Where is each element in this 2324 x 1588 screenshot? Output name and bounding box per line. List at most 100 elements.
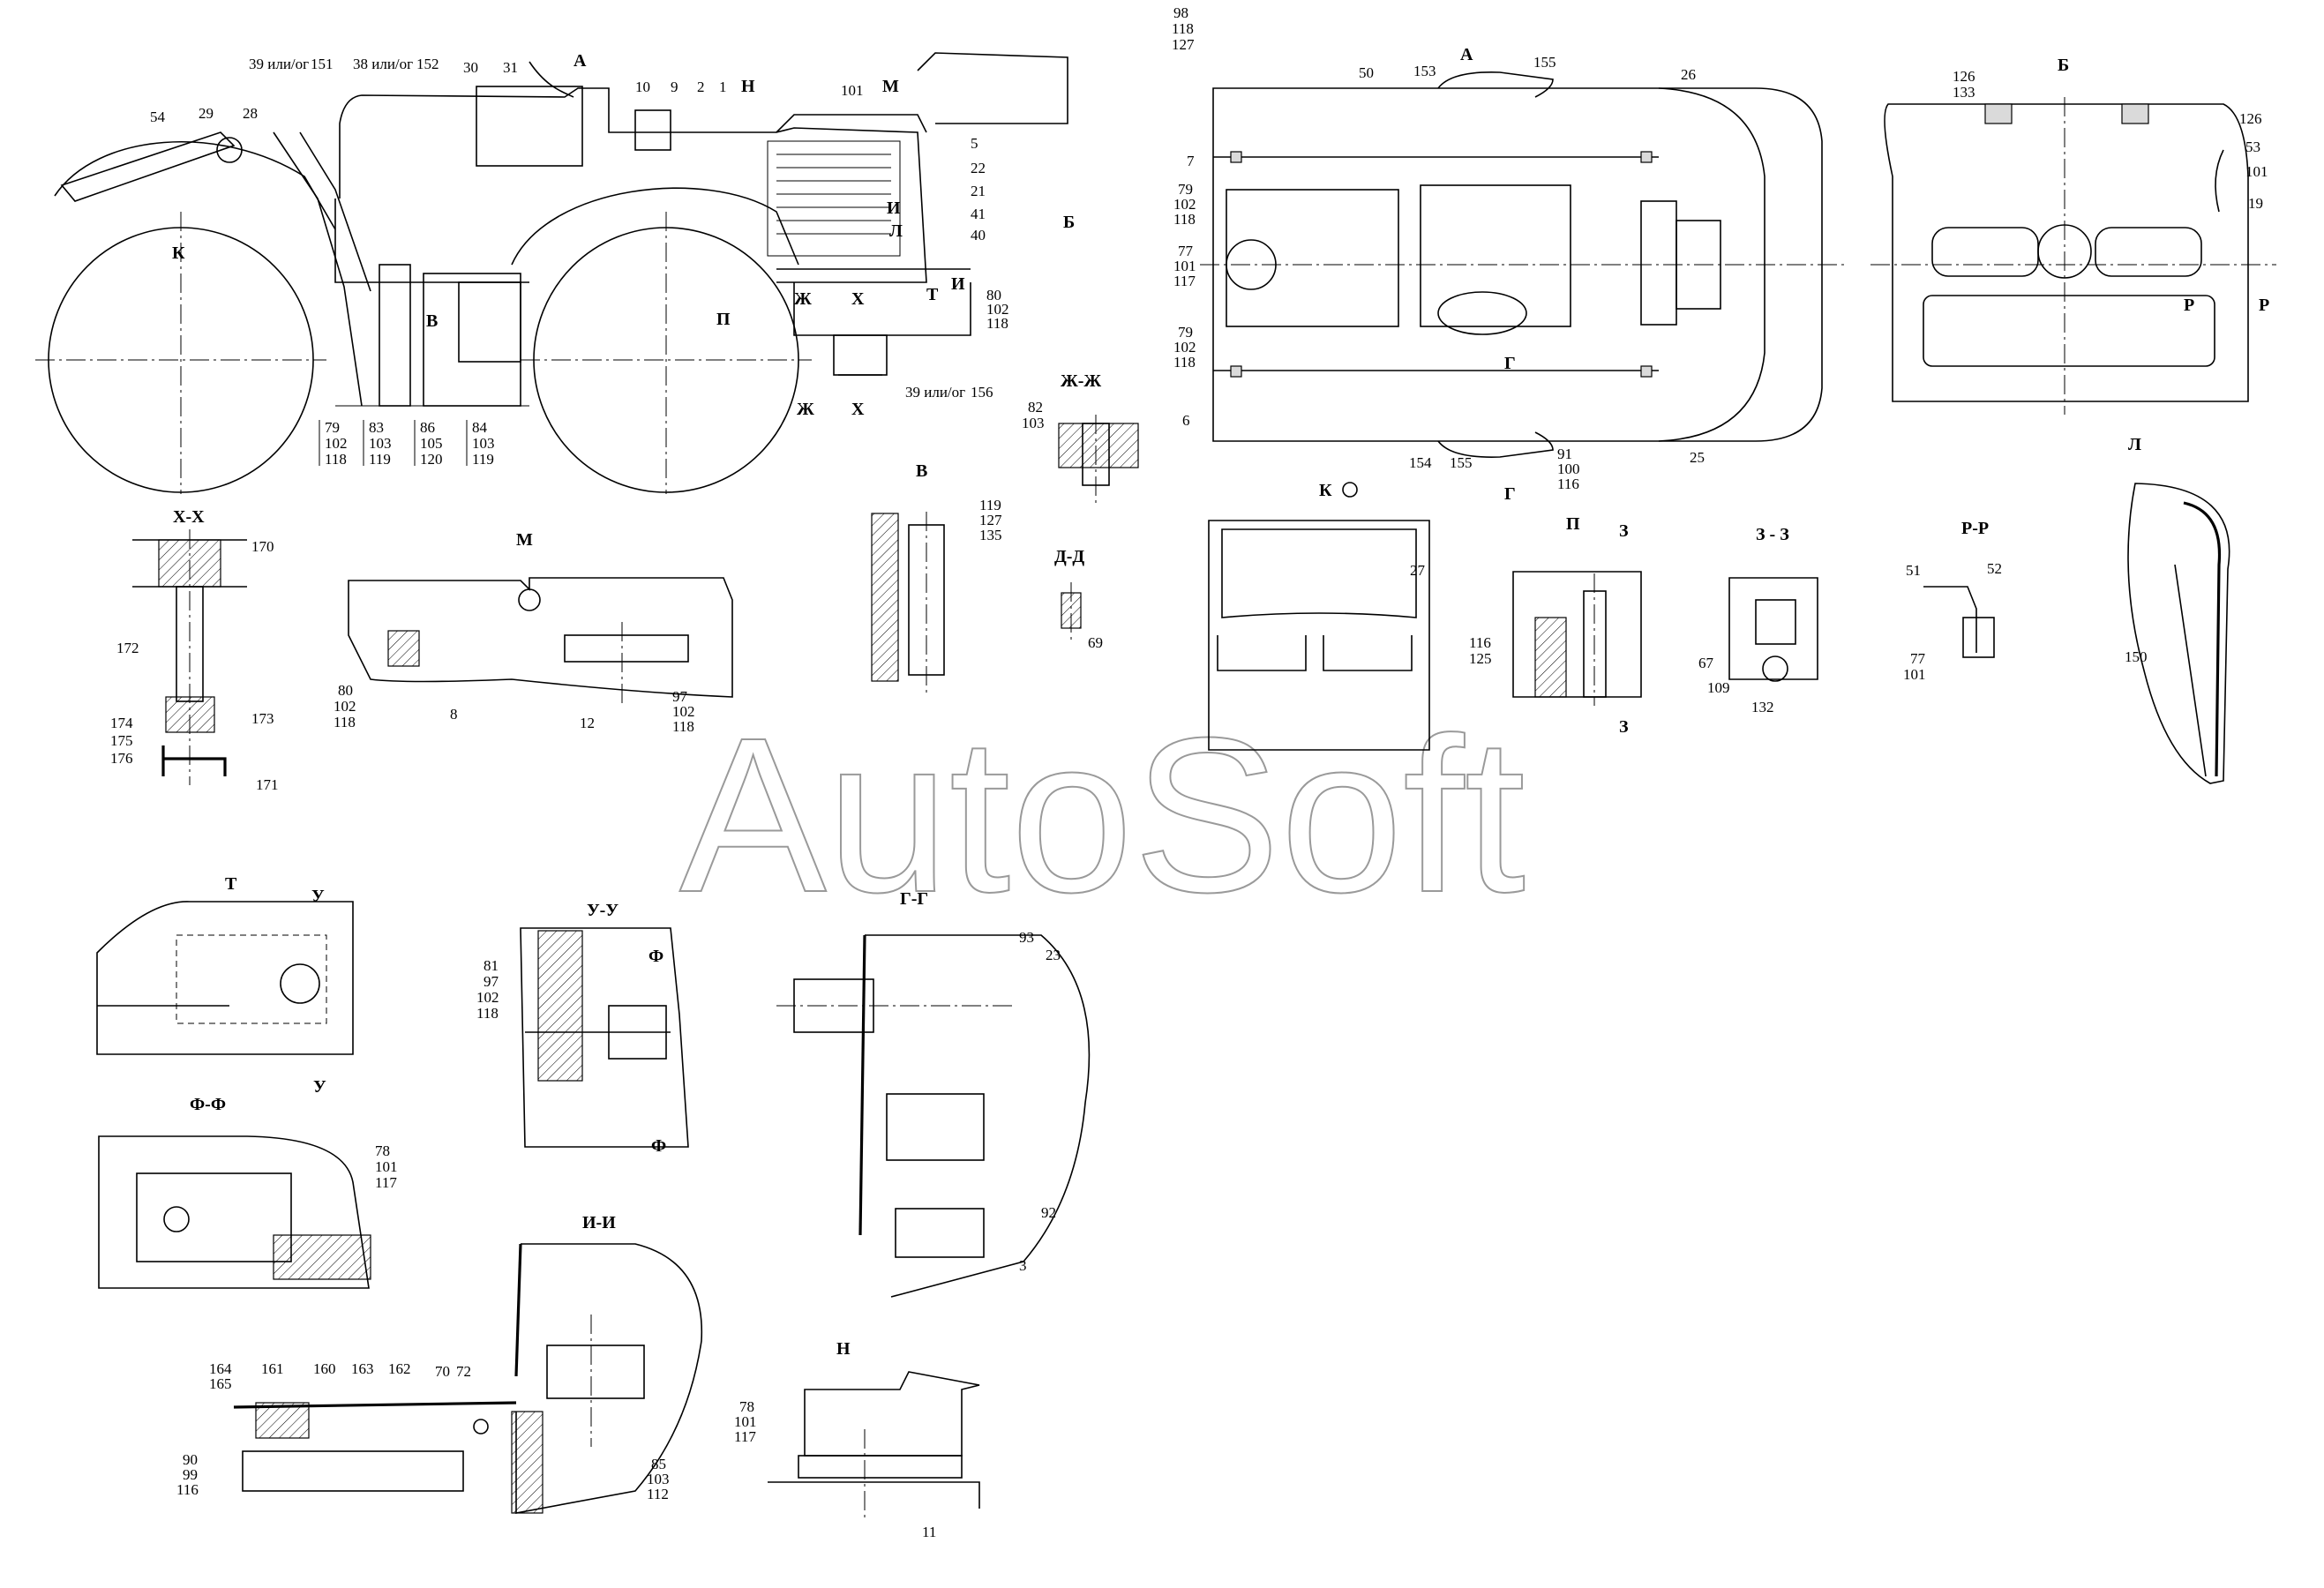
callout: 132 — [1751, 699, 1774, 715]
svg-text:84: 84 — [472, 419, 488, 436]
view-title: А — [1460, 45, 1473, 64]
view-mark: Х — [851, 289, 865, 309]
svg-text:118: 118 — [1173, 211, 1196, 228]
svg-text:86: 86 — [420, 419, 435, 436]
callout: 39 или/ог — [249, 56, 309, 72]
callout: 2 — [697, 79, 705, 95]
svg-text:103: 103 — [647, 1471, 670, 1487]
callout: 155 — [1450, 454, 1473, 471]
view-mark: Ф — [651, 1136, 666, 1156]
callout: 12 — [580, 715, 595, 731]
svg-text:117: 117 — [734, 1428, 756, 1445]
view-mark: Т — [926, 285, 939, 304]
callout-group: 126 133 — [1953, 68, 1975, 101]
callout: 9 — [671, 79, 678, 95]
svg-text:105: 105 — [420, 435, 443, 452]
svg-text:118: 118 — [325, 451, 347, 468]
view-mark: У — [311, 887, 325, 906]
svg-text:116: 116 — [1557, 476, 1579, 492]
svg-text:83: 83 — [369, 419, 384, 436]
svg-text:175: 175 — [110, 732, 133, 749]
svg-text:101: 101 — [734, 1413, 757, 1430]
callout: 152 — [416, 56, 439, 72]
view-mark: Ж — [797, 400, 814, 419]
view-l: Л 150 — [2125, 435, 2230, 784]
svg-text:126: 126 — [1953, 68, 1975, 85]
svg-text:77: 77 — [1910, 650, 1926, 667]
callout: 162 — [388, 1360, 411, 1377]
callout-group: 79 102 118 — [319, 419, 348, 468]
callout: 1 — [719, 79, 727, 95]
svg-text:102: 102 — [325, 435, 348, 452]
plan-view-callouts: А 98 118 127 7 79 102 118 77 101 117 79 … — [1172, 4, 1705, 504]
svg-text:174: 174 — [110, 715, 133, 731]
view-n: Н 78 101 117 11 — [734, 1339, 980, 1540]
svg-text:176: 176 — [110, 750, 133, 767]
callout: 11 — [922, 1524, 936, 1540]
callout-group: 77 101 117 — [1173, 243, 1196, 289]
view-k: К 27 — [1208, 481, 1430, 751]
callout: 171 — [256, 776, 279, 793]
callout: 160 — [313, 1360, 336, 1377]
callout: 29 — [199, 105, 214, 122]
callout: 173 — [251, 710, 274, 727]
view-title: Н — [836, 1339, 851, 1359]
callout-group: 77 101 — [1903, 650, 1926, 683]
callout: 80 — [986, 287, 1001, 303]
callout: 40 — [971, 227, 986, 243]
callout-group: 86 105 120 — [414, 419, 443, 468]
svg-text:97: 97 — [672, 688, 688, 705]
view-mark: Г — [1504, 354, 1516, 373]
view-mark: К — [172, 243, 185, 263]
svg-text:118: 118 — [1173, 354, 1196, 371]
callout: 172 — [116, 640, 139, 656]
svg-text:103: 103 — [472, 435, 495, 452]
svg-text:85: 85 — [651, 1456, 666, 1472]
svg-text:119: 119 — [369, 451, 391, 468]
view-v: В 119 127 135 — [871, 461, 1002, 697]
svg-text:118: 118 — [672, 718, 694, 735]
svg-text:125: 125 — [1469, 650, 1492, 667]
view-title: Б — [2058, 56, 2069, 75]
view-mark: Г — [1504, 484, 1516, 504]
view-mark: Р — [2184, 296, 2194, 315]
svg-text:82: 82 — [1028, 399, 1043, 416]
callout: 51 — [1906, 562, 1921, 579]
callout: 7 — [1187, 153, 1195, 169]
callout: 93 — [1019, 929, 1034, 946]
svg-text:81: 81 — [484, 957, 499, 974]
callout: 72 — [456, 1363, 471, 1380]
view-title: Д-Д — [1054, 547, 1084, 566]
svg-text:102: 102 — [672, 703, 695, 720]
section-i-i: И-И 72 70 164 165 161 160 163 162 90 99 … — [176, 1213, 703, 1514]
svg-text:79: 79 — [325, 419, 340, 436]
view-t: Т У У — [96, 874, 354, 1097]
callout-group: 80 102 118 — [334, 682, 356, 730]
view-mark: Л — [889, 221, 903, 241]
view-title: Ф-Ф — [190, 1095, 226, 1114]
section-r-r: Р-Р 51 52 77 101 — [1903, 519, 2002, 683]
svg-text:78: 78 — [739, 1398, 754, 1415]
svg-text:101: 101 — [375, 1158, 398, 1175]
callout-group: 79 102 118 — [1173, 181, 1196, 228]
callout: 21 — [971, 183, 986, 199]
view-mark: И — [887, 198, 901, 218]
side-view — [35, 52, 1068, 494]
callout-group: 91 100 116 — [1557, 446, 1580, 492]
view-p: П З З 116 125 — [1469, 514, 1642, 737]
svg-text:99: 99 — [183, 1466, 198, 1483]
view-mark: З — [1619, 521, 1629, 541]
callout: 101 — [2245, 163, 2268, 180]
view-title: И-И — [582, 1213, 616, 1232]
callout: 54 — [150, 109, 166, 125]
svg-text:127: 127 — [979, 512, 1002, 528]
callout: 31 — [503, 59, 518, 76]
callout-group: 116 125 — [1469, 634, 1492, 667]
callout: 151 — [311, 56, 334, 72]
svg-text:103: 103 — [369, 435, 392, 452]
view-mark: З — [1619, 717, 1629, 737]
callout: 52 — [1987, 560, 2002, 577]
callout: 22 — [971, 160, 986, 176]
section-x-x: Х-Х 170 172 173 174 175 176 171 — [110, 507, 279, 793]
